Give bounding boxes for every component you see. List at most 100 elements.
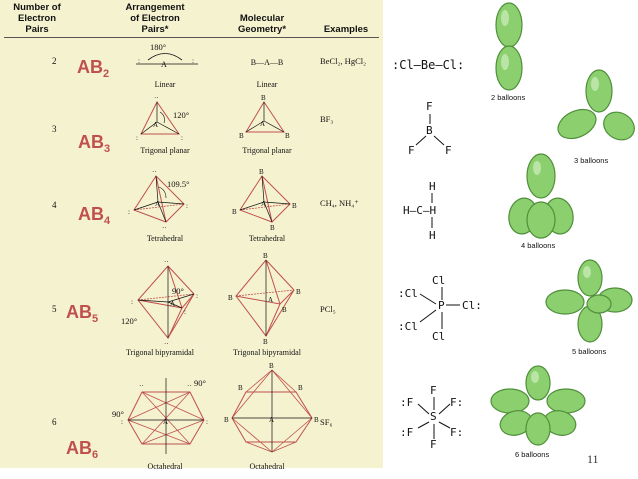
svg-text::: : [196, 292, 198, 300]
lewis-ch4-mid: H—C—H [403, 204, 437, 217]
atom-b: B [296, 288, 301, 296]
header-line: Pairs* [141, 24, 169, 35]
svg-text::: : [206, 418, 208, 426]
ab-sub: 5 [92, 313, 99, 325]
tetrahedral-arrangement: A ·· : : ·· [128, 168, 188, 232]
lewis-bf3-top: F [426, 100, 433, 113]
atom-b: B [239, 132, 244, 140]
ab-sub: 6 [92, 449, 99, 461]
lewis-pcl5-bl: :Cl [398, 320, 418, 333]
vsepr-table: Number of Electron Pairs Arrangement of … [0, 0, 383, 471]
svg-text::: : [181, 134, 183, 142]
row-pairs-5: 5 [52, 304, 57, 314]
sf6-bonds [417, 397, 451, 439]
lewis-sf6-br: F: [450, 426, 464, 439]
svg-text:··: ·· [164, 258, 169, 266]
atom-a: A [269, 416, 274, 424]
atom-b: B [261, 94, 266, 102]
ab-text: AB [66, 438, 92, 458]
caption-tetrahedral-geo: Tetrahedral [248, 234, 286, 243]
atom-b: B [224, 416, 229, 424]
lewis-sf6-center: S [430, 410, 437, 423]
atom-b: B [238, 384, 243, 392]
ab-text: AB [78, 204, 104, 224]
lewis-pcl5-right: Cl: [462, 299, 482, 312]
trigonal-bipyramidal-geometry: B A B B B B [228, 252, 301, 346]
balloon-label-4: 4 balloons [521, 241, 556, 250]
row-pairs-3: 3 [52, 124, 57, 134]
lewis-pcl5-left: :Cl [398, 287, 418, 300]
trigonal-planar-arrangement: A ·· : : [136, 94, 183, 142]
balloon-label-3: 3 balloons [574, 156, 609, 165]
tetrahedral-geometry: B A B B B [232, 168, 297, 232]
svg-text::: : [128, 208, 130, 216]
svg-text:··: ·· [139, 382, 144, 390]
linear-geometry-text: B—A—B [250, 58, 284, 67]
svg-text::: : [184, 308, 186, 316]
angle-120-tbp: 120° [121, 316, 138, 326]
header-line: Geometry* [237, 24, 287, 35]
lewis-bf3-left: F [408, 144, 415, 157]
header-line: Arrangement [125, 2, 185, 13]
caption-linear-arr: Linear [154, 80, 176, 89]
examples-ab2: BeCl₂, HgCl₂ [320, 56, 367, 66]
caption-octahedral-geo: Octahedral [249, 462, 285, 471]
row-pairs-2: 2 [52, 56, 57, 66]
page-number: 11 [587, 452, 599, 466]
angle-90-oct-b: 90° [112, 409, 124, 419]
svg-text::: : [121, 418, 123, 426]
lewis-ch4-bottom: H [429, 229, 436, 242]
ab5-label: AB5 [66, 302, 98, 325]
examples-ab5: PCl₅ [320, 304, 336, 314]
angle-109: 109.5° [167, 179, 190, 189]
svg-text::: : [186, 202, 188, 210]
balloon-label-5: 5 balloons [572, 347, 607, 356]
examples-ab3: BF₃ [320, 114, 334, 124]
ab-sub: 2 [103, 68, 110, 80]
row-pairs-4: 4 [52, 200, 57, 210]
caption-tbp-arr: Trigonal bipyramidal [126, 348, 194, 357]
atom-b: B [232, 208, 237, 216]
balloon-model-5 [545, 259, 633, 343]
caption-trigonal-arr: Trigonal planar [140, 146, 190, 155]
header-divider [4, 37, 379, 38]
lewis-sf6-top: F [430, 384, 437, 397]
atom-a: A [155, 200, 160, 208]
atom-a: A [170, 300, 175, 308]
examples-ab6: SF₆ [320, 417, 333, 427]
linear-arrangement-diagram: : A : [136, 53, 198, 69]
ab-sub: 4 [104, 215, 111, 227]
lewis-sf6-right: F: [450, 396, 464, 409]
lewis-becl2: :Cl—Be—Cl: [392, 58, 465, 72]
atom-b: B [298, 384, 303, 392]
ab2-label: AB2 [77, 57, 109, 80]
lewis-pcl5-center: P [438, 299, 445, 312]
row-pairs-6: 6 [52, 417, 57, 427]
atom-a: A [163, 418, 168, 426]
ab4-label: AB4 [78, 204, 110, 227]
lewis-ch4-top: H [429, 180, 436, 193]
svg-text:··: ·· [164, 340, 169, 348]
ab-text: AB [78, 132, 104, 152]
svg-text::: : [131, 298, 133, 306]
atom-b: B [269, 362, 274, 370]
trigonal-planar-geometry: B A B B [239, 94, 290, 140]
balloon-model-6 [490, 365, 586, 446]
lewis-pcl5-bottom: Cl [432, 330, 446, 343]
svg-text:··: ·· [154, 94, 159, 102]
atom-a: A [261, 200, 266, 208]
balloon-model-2 [495, 2, 523, 91]
atom-b: B [292, 202, 297, 210]
header-electron-pairs: Number of Electron Pairs [6, 2, 68, 35]
svg-text:··: ·· [152, 168, 157, 176]
angle-90-oct-a: 90° [194, 378, 206, 388]
caption-octahedral-arr: Octahedral [147, 462, 183, 471]
angle-120: 120° [173, 110, 190, 120]
header-line: Pairs [25, 24, 49, 35]
examples-ab4: CH₄, NH₄⁺ [320, 198, 359, 208]
caption-tetrahedral-arr: Tetrahedral [146, 234, 184, 243]
atom-b: B [314, 416, 319, 424]
trigonal-bipyramidal-arrangement: A ·· : : : ·· [131, 258, 198, 348]
balloon-label-6: 6 balloons [515, 450, 550, 459]
lewis-sf6-left: :F [400, 396, 414, 409]
